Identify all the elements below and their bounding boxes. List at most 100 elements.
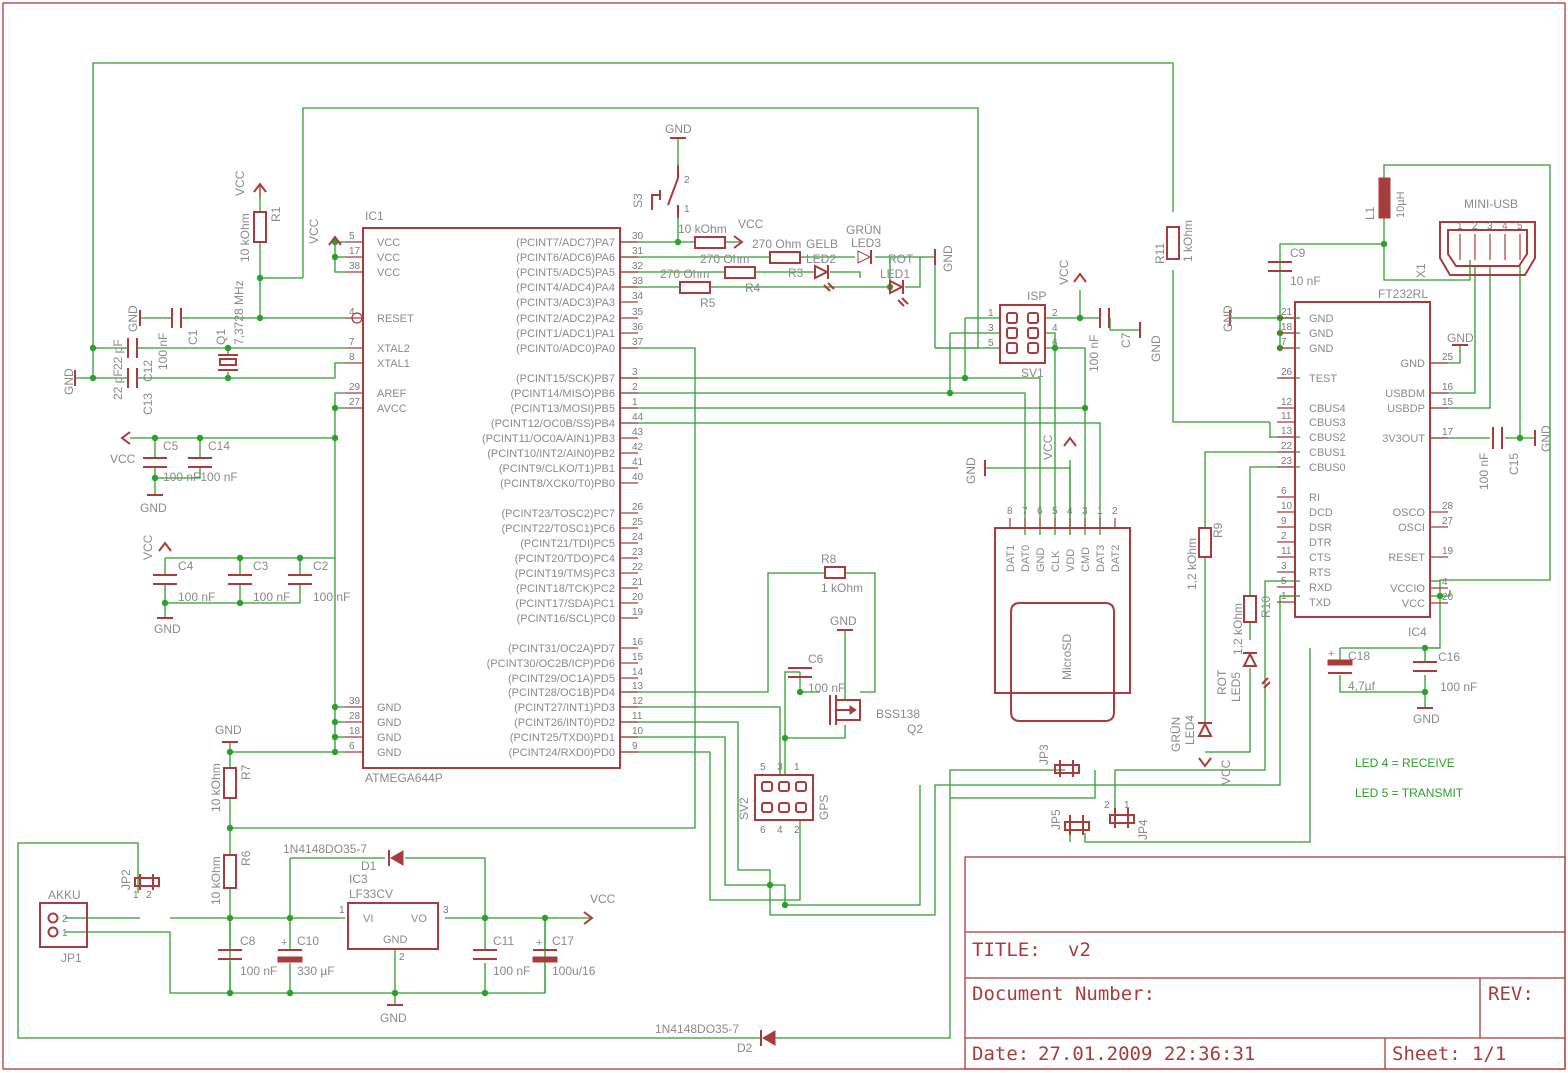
ic1-pin-44: 44(PCINT12/OC0B/SS)PB4 [491,412,644,430]
svg-text:100 nF: 100 nF [808,681,845,695]
ic1-pin-4-name: RESET [377,313,414,325]
svg-text:C18: C18 [1348,649,1370,663]
svg-text:3: 3 [1487,221,1493,232]
microsd-pin-name: DAT3 [1095,545,1107,572]
capacitor-c11: C11 100 nF [473,934,530,978]
jumper-jp3: JP3 [1037,744,1080,777]
svg-text:C8: C8 [240,934,256,948]
svg-text:10 kOhm: 10 kOhm [209,856,223,905]
ic1-pin-12-name: (PCINT27/INT1)PD3 [514,702,615,714]
svg-text:100 nF: 100 nF [178,590,215,604]
svg-text:100 nF100 nF: 100 nF100 nF [163,470,238,484]
svg-text:IC3: IC3 [349,872,368,886]
ic1-pin-17-name: VCC [377,252,400,264]
svg-text:1: 1 [684,204,690,215]
ic1-pin-31: 31(PCINT6/ADC6)PA6 [516,246,643,264]
ic1-pin-29-number: 29 [349,382,361,393]
svg-text:3: 3 [777,762,783,773]
diode-d2: 1N4148DO35-7 D2 [655,1022,776,1055]
svg-text:LF33CV: LF33CV [349,887,393,901]
svg-text:+: + [1328,648,1334,660]
ic1-pin-25: 25(PCINT22/TOSC1)PC6 [502,517,644,535]
svg-text:100 nF: 100 nF [493,964,530,978]
mini-usb-connector-x1: 1 2 3 4 5 MINI-USB X1 [1414,197,1536,278]
gnd-symbol: GND [934,245,955,272]
ic4-pin-9-name: DSR [1309,522,1332,534]
junctions [89,238,1524,997]
title-block: TITLE: v2 Document Number: REV: Date: 27… [964,856,1566,1070]
ic1-pin-3: 3(PCINT15/SCK)PB7 [516,367,638,385]
svg-text:2: 2 [62,914,68,925]
svg-text:C6: C6 [808,652,824,666]
svg-text:GND: GND [830,614,857,628]
gnd-symbol: GND [380,1004,407,1025]
resistor-r6: R6 10 kOhm [209,850,253,905]
ic4-pin-3-name: RTS [1309,567,1331,579]
ic1-pin-40: 40(PCINT8/XCK0/T0)PB0 [500,472,643,490]
capacitor-c2: C2 100 nF [288,559,350,604]
ic4-pin-12-name: CBUS4 [1309,403,1346,415]
ic4-pin-25-name: GND [1401,358,1426,370]
ic1-pin-26-name: (PCINT23/TOSC2)PC7 [502,508,616,520]
ic1-pin-35-name: (PCINT2/ADC2)PA2 [516,313,615,325]
ic4-pin-13-name: CBUS2 [1309,432,1346,444]
ic4-pin-13-number: 13 [1281,426,1293,437]
regulator-ic3: VI VO GND 1 3 2 IC3 LF33CV [339,872,449,963]
ic1-pin-14: 14(PCINT29/OC1A)PD5 [508,667,644,685]
ic4-pin-17-name: 3V3OUT [1382,433,1425,445]
mosfet-q2: BSS138 Q2 [829,695,923,736]
resistor-r7: R7 10 kOhm [209,763,253,812]
ic1-pin-26: 26(PCINT23/TOSC2)PC7 [502,502,644,520]
gnd-symbol: GND [1413,707,1440,726]
svg-text:2: 2 [684,175,690,186]
vcc-symbol: VCC [1057,259,1087,285]
ic1-pin-34: 34(PCINT3/ADC3)PA3 [516,291,643,309]
ic4-pin-11-number: 11 [1281,546,1292,557]
svg-text:X1: X1 [1414,263,1428,278]
svg-text:GND: GND [140,501,167,515]
ic1-pin-41: 41(PCINT9/CLKO/T1)PB1 [499,457,644,475]
svg-text:100u/16: 100u/16 [552,964,596,978]
svg-text:C7: C7 [1119,332,1133,348]
ic1-pin-30-number: 30 [632,231,644,242]
ic1-pin-38-number: 38 [349,261,361,272]
ic4-pin-10-number: 10 [1281,501,1293,512]
ic1-pin-38-name: VCC [377,267,400,279]
svg-text:270 Ohm: 270 Ohm [752,237,801,251]
ic1-pin-24: 24(PCINT21/TDI)PC5 [520,532,643,550]
svg-text:C1: C1 [186,329,200,345]
ic1-pin-36: 36(PCINT1/ADC1)PA1 [516,322,643,340]
svg-text:R6: R6 [239,850,253,866]
microsd-pin-name: VDD [1065,549,1077,572]
ic1-pin-20-number: 20 [632,592,644,603]
svg-text:3: 3 [443,905,449,916]
note-led4: LED 4 = RECEIVE [1355,756,1455,770]
svg-text:6: 6 [1052,338,1058,349]
svg-text:VCC: VCC [590,892,616,906]
svg-text:R3: R3 [788,266,804,280]
ic4-pin-15-number: 15 [1442,397,1454,408]
sheet-value: 1/1 [1472,1043,1506,1065]
battery-connector-jp1: 2 1 AKKU JP1 [39,888,88,965]
ic4-pin-11-name: CBUS3 [1309,417,1346,429]
svg-text:4: 4 [1502,221,1508,232]
ic1-pin-32: 32(PCINT5/ADC5)PA5 [516,261,643,279]
ic1-pin-37-number: 37 [632,337,644,348]
svg-text:GND: GND [215,723,242,737]
microsd-pin-number: 1 [1097,506,1103,517]
ic1-pin-18-name: GND [377,732,402,744]
svg-text:MicroSD: MicroSD [1060,634,1074,680]
ic4-pin-21-number: 21 [1281,307,1293,318]
ic1-pin-33: 33(PCINT4/ADC4)PA4 [516,276,643,294]
svg-text:VO: VO [411,913,427,925]
